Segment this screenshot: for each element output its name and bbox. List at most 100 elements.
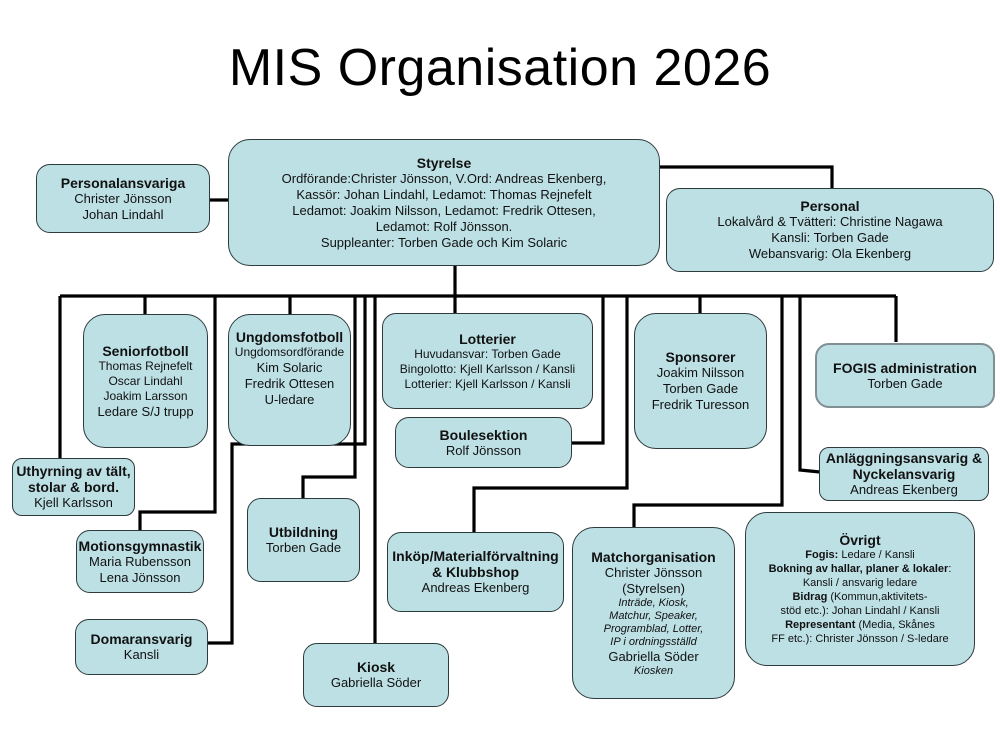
matchorganisation-italic2: Kiosken — [633, 664, 674, 677]
uthyrning-heading: stolar & bord. — [27, 479, 119, 495]
ovrigt-row: stöd etc.): Johan Lindahl / Kansli — [781, 604, 940, 618]
ovrigt-row-text: stöd etc.): Johan Lindahl / Kansli — [780, 605, 940, 617]
anlaggning-heading: Anläggningsansvarig & — [825, 450, 983, 466]
styrelse-line: Ordförande:Christer Jönsson, V.Ord: Andr… — [281, 170, 607, 186]
connector-utbildning — [301, 296, 357, 499]
connector-anlaggning — [798, 296, 821, 474]
ungdomsfotboll-line: Kim Solaric — [256, 360, 323, 375]
uthyrning-heading: Uthyrning av tält, — [16, 463, 131, 479]
lotterier-line: Huvudansvar: Torben Gade — [414, 346, 561, 361]
personalansvariga-heading: Personalansvariga — [60, 174, 186, 191]
personalansvariga-box: Personalansvariga Christer Jönsson Johan… — [36, 164, 210, 233]
inkop-line: Andreas Ekenberg — [421, 580, 530, 595]
fogis-line: Torben Gade — [867, 375, 943, 391]
seniorfotboll-box: Seniorfotboll Thomas Rejnefelt Oscar Lin… — [83, 314, 208, 448]
domaransvarig-box: Domaransvarig Kansli — [75, 619, 208, 675]
domaransvarig-line: Kansli — [123, 647, 160, 662]
connector-inkop — [472, 296, 629, 532]
personal-heading: Personal — [800, 198, 860, 214]
lotterier-line: Bingolotto: Kjell Karlsson / Kansli — [399, 361, 576, 376]
motionsgymnastik-line: Lena Jönsson — [99, 569, 181, 585]
personal-box: Personal Lokalvård & Tvätteri: Christine… — [666, 188, 994, 272]
motionsgymnastik-box: Motionsgymnastik Maria Rubensson Lena Jö… — [76, 530, 204, 593]
boulesektion-box: Boulesektion Rolf Jönsson — [395, 417, 572, 468]
domaransvarig-heading: Domaransvarig — [90, 631, 193, 647]
inkop-heading: Inköp/Materialförvaltning — [392, 548, 559, 564]
ovrigt-heading: Övrigt — [839, 532, 881, 548]
styrelse-heading: Styrelse — [416, 154, 472, 171]
kiosk-heading: Kiosk — [356, 659, 396, 675]
motionsgymnastik-line: Maria Rubensson — [89, 553, 191, 569]
ovrigt-row-text: : — [948, 563, 952, 575]
matchorganisation-italic: Inträde, Kiosk, — [618, 596, 689, 609]
inkop-heading: & Klubbshop — [431, 564, 520, 580]
motionsgymnastik-heading: Motionsgymnastik — [78, 537, 202, 554]
ovrigt-row-label: Bidrag — [792, 591, 828, 603]
personalansvariga-line: Christer Jönsson — [74, 190, 172, 206]
ovrigt-row-text: (Kommun,aktivitets- — [827, 591, 928, 603]
seniorfotboll-line: Oscar Lindahl — [108, 373, 183, 388]
seniorfotboll-line: Joakim Larsson — [103, 388, 188, 403]
kiosk-line: Gabriella Söder — [330, 675, 422, 690]
seniorfotboll-line: Thomas Rejnefelt — [98, 358, 193, 373]
ungdomsfotboll-box: Ungdomsfotboll Ungdomsordförande Kim Sol… — [228, 314, 351, 446]
connector-personal — [660, 165, 834, 189]
ungdomsfotboll-line: Fredrik Ottesen — [244, 376, 335, 391]
sponsorer-heading: Sponsorer — [665, 349, 736, 365]
matchorganisation-heading: Matchorganisation — [591, 548, 716, 565]
personal-line: Webansvarig: Ola Ekenberg — [748, 246, 912, 261]
ovrigt-row-text: Kansli / ansvarig ledare — [802, 577, 918, 589]
utbildning-heading: Utbildning — [268, 524, 339, 540]
inkop-box: Inköp/Materialförvaltning & Klubbshop An… — [387, 532, 564, 612]
styrelse-box: Styrelse Ordförande:Christer Jönsson, V.… — [228, 139, 660, 266]
anlaggning-line: Andreas Ekenberg — [850, 482, 958, 497]
lotterier-line: Lotterier: Kjell Karlsson / Kansli — [404, 376, 571, 391]
ovrigt-row: Representant (Media, Skånes — [785, 618, 935, 632]
connector-boulesektion — [572, 296, 605, 445]
fogis-box: FOGIS administration Torben Gade — [815, 343, 995, 408]
matchorganisation-italic: Programblad, Lotter, — [603, 622, 704, 635]
connector-motionsgymnastik — [138, 296, 217, 538]
personal-line: Kansli: Torben Gade — [771, 230, 889, 245]
ovrigt-row-text: (Media, Skånes — [855, 619, 935, 631]
anlaggning-heading: Nyckelansvarig — [852, 466, 956, 482]
ovrigt-row: Kansli / ansvarig ledare — [803, 576, 917, 590]
styrelse-line: Kassör: Johan Lindahl, Ledamot: Thomas R… — [296, 186, 592, 202]
boulesektion-heading: Boulesektion — [439, 426, 528, 443]
ovrigt-row: Bokning av hallar, planer & lokaler: — [769, 562, 952, 576]
ovrigt-box: Övrigt Fogis: Ledare / Kansli Bokning av… — [745, 512, 975, 666]
ovrigt-row: Bidrag (Kommun,aktivitets- — [792, 590, 927, 604]
ovrigt-row-label: Fogis: — [805, 549, 839, 561]
styrelse-line: Ledamot: Rolf Jönsson. — [375, 218, 513, 234]
ovrigt-row-label: Representant — [785, 619, 856, 631]
ungdomsfotboll-line: U-ledare — [264, 392, 315, 407]
sponsorer-line: Joakim Nilsson — [656, 365, 745, 380]
utbildning-box: Utbildning Torben Gade — [247, 498, 360, 582]
ungdomsfotboll-line: Ungdomsordförande — [234, 345, 345, 359]
matchorganisation-italic: Matchur, Speaker, — [609, 609, 698, 622]
lotterier-heading: Lotterier — [459, 330, 516, 347]
lotterier-box: Lotterier Huvudansvar: Torben Gade Bingo… — [382, 313, 593, 409]
matchorganisation-italic: IP i ordningsställd — [610, 635, 697, 648]
sponsorer-box: Sponsorer Joakim Nilsson Torben Gade Fre… — [634, 313, 767, 449]
uthyrning-box: Uthyrning av tält, stolar & bord. Kjell … — [12, 458, 135, 516]
fogis-heading: FOGIS administration — [833, 359, 977, 376]
ovrigt-row-label: Bokning av hallar, planer & lokaler — [768, 563, 949, 575]
connector-matchorganisation — [632, 296, 784, 528]
styrelse-line: Ledamot: Joakim Nilsson, Ledamot: Fredri… — [292, 202, 596, 218]
sponsorer-line: Torben Gade — [662, 381, 739, 396]
utbildning-line: Torben Gade — [265, 540, 342, 555]
kiosk-box: Kiosk Gabriella Söder — [303, 643, 449, 707]
uthyrning-line: Kjell Karlsson — [34, 495, 113, 510]
personalansvariga-line: Johan Lindahl — [82, 206, 164, 222]
ovrigt-row-text: FF etc.): Christer Jönsson / S-ledare — [771, 633, 949, 645]
styrelse-line: Suppleanter: Torben Gade och Kim Solaric — [320, 234, 568, 250]
matchorganisation-line: (Styrelsen) — [622, 580, 685, 596]
personal-line: Lokalvård & Tvätteri: Christine Nagawa — [717, 214, 943, 229]
ungdomsfotboll-heading: Ungdomsfotboll — [235, 329, 344, 345]
matchorganisation-line: Christer Jönsson — [604, 564, 703, 580]
ovrigt-row: FF etc.): Christer Jönsson / S-ledare — [771, 632, 948, 646]
seniorfotboll-heading: Seniorfotboll — [102, 342, 189, 359]
page-title: MIS Organisation 2026 — [228, 39, 772, 97]
